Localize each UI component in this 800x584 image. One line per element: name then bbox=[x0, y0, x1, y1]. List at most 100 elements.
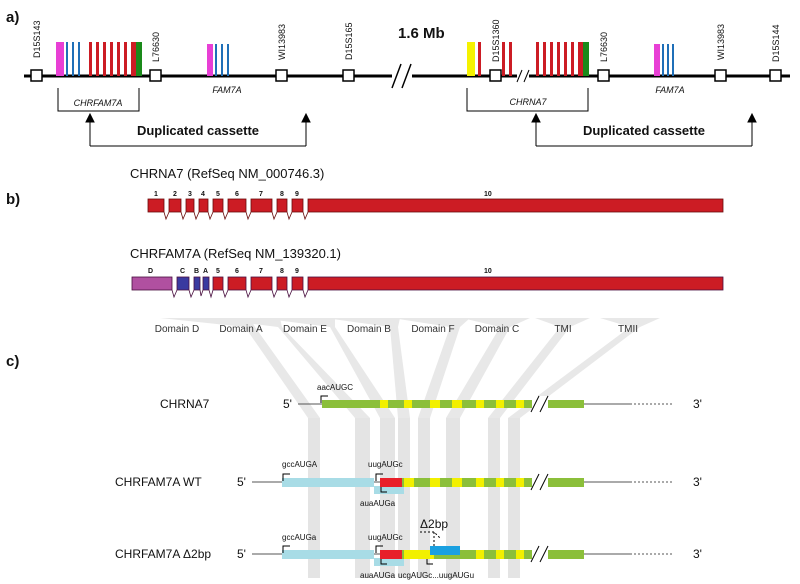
chrna7-label: CHRNA7 bbox=[509, 97, 547, 107]
start-arrow bbox=[375, 545, 383, 553]
exon-number: 9 bbox=[295, 268, 299, 275]
fam7a-left-label: FAM7A bbox=[212, 85, 241, 95]
row-name: CHRFAM7A WT bbox=[115, 475, 202, 489]
panel-a-label: a) bbox=[6, 9, 19, 26]
duplicated-cassette-label-right: Duplicated cassette bbox=[583, 123, 705, 138]
fam7a-right-exon-cluster bbox=[654, 44, 674, 76]
row-break bbox=[530, 545, 549, 563]
orf-yellow-segments bbox=[404, 478, 524, 487]
three-prime: 3' bbox=[693, 547, 702, 561]
domain-label: Domain F bbox=[411, 324, 454, 335]
exon-number: 8 bbox=[280, 191, 284, 198]
domain-label: Domain A bbox=[219, 324, 263, 335]
three-prime: 3' bbox=[693, 397, 702, 411]
exon-number: 6 bbox=[235, 191, 239, 198]
codon-label: ucgAUGc...uugAUGu bbox=[398, 571, 474, 580]
vertical-domain-columns bbox=[308, 418, 520, 578]
exon-number: B bbox=[194, 268, 199, 275]
exon-number: 10 bbox=[484, 268, 492, 275]
chrfam7a-bracket bbox=[57, 88, 140, 112]
chrfam7a-introns bbox=[171, 289, 309, 299]
orf-yellow-segments bbox=[404, 550, 524, 559]
panel-c-label: c) bbox=[6, 353, 19, 370]
exon-number: 4 bbox=[201, 191, 205, 198]
marker-label: D15S165 bbox=[344, 22, 354, 60]
cassette-label-bg bbox=[556, 121, 732, 139]
exon-number: 10 bbox=[484, 191, 492, 198]
frameshift-bar bbox=[430, 546, 460, 555]
chrna7-title: CHRNA7 (RefSeq NM_000746.3) bbox=[130, 166, 324, 181]
exon-number: 5 bbox=[216, 191, 220, 198]
domain-label: Domain C bbox=[475, 324, 519, 335]
utr-bar-lower bbox=[374, 558, 404, 566]
chrna7-inner-break bbox=[516, 69, 530, 83]
distance-label: 1.6 Mb bbox=[398, 25, 445, 42]
codon-label: auaAUGa bbox=[360, 571, 396, 580]
domain-label: TMI bbox=[554, 324, 571, 335]
exon-number: 7 bbox=[259, 268, 263, 275]
fam7a-right-label: FAM7A bbox=[655, 85, 684, 95]
marker-label: WI13983 bbox=[277, 24, 287, 60]
exon-number: D bbox=[148, 268, 153, 275]
codon-label: gccAUGA bbox=[282, 460, 318, 469]
marker-label: WI13983 bbox=[716, 24, 726, 60]
row-break bbox=[530, 395, 549, 413]
panel-b-label: b) bbox=[6, 191, 20, 208]
domain-label: Domain B bbox=[347, 324, 391, 335]
start-arrow bbox=[375, 473, 383, 481]
exon-number: 3 bbox=[188, 191, 192, 198]
exon-number: A bbox=[203, 268, 208, 275]
exon-number: C bbox=[180, 268, 185, 275]
marker-squares bbox=[30, 69, 782, 82]
exon-number: 2 bbox=[173, 191, 177, 198]
red-segment bbox=[380, 478, 402, 487]
utr-bar bbox=[282, 550, 374, 559]
exon-number: 7 bbox=[259, 191, 263, 198]
deletion-label: Δ2bp bbox=[420, 517, 448, 531]
chrfam7a-title: CHRFAM7A (RefSeq NM_139320.1) bbox=[130, 246, 341, 261]
domain-label: Domain E bbox=[283, 324, 327, 335]
start-arrow bbox=[380, 559, 387, 565]
orf-yellow-segments bbox=[380, 400, 524, 408]
row-name: CHRFAM7A Δ2bp bbox=[115, 547, 211, 561]
cassette-label-bg bbox=[110, 121, 286, 139]
utr-bar bbox=[282, 478, 374, 487]
domain-label: Domain D bbox=[155, 324, 199, 335]
start-arrow bbox=[282, 545, 290, 553]
orf-bar bbox=[402, 550, 584, 559]
utr-bar-lower bbox=[374, 486, 404, 494]
chrfam7a-exon-structure bbox=[131, 276, 724, 291]
marker-label: L76630 bbox=[599, 32, 609, 62]
exon-number: 1 bbox=[154, 191, 158, 198]
codon-label: uugAUGc bbox=[368, 533, 403, 542]
marker-label: D15S1360 bbox=[491, 19, 501, 62]
marker-label: D15S144 bbox=[771, 24, 781, 62]
five-prime: 5' bbox=[283, 397, 292, 411]
exon-number: 8 bbox=[280, 268, 284, 275]
codon-label: auaAUGa bbox=[360, 499, 396, 508]
start-arrow bbox=[282, 473, 290, 481]
chrna7-introns bbox=[163, 211, 309, 221]
deletion-bracket bbox=[420, 531, 441, 539]
chrna7-exon-structure bbox=[147, 198, 724, 213]
start-arrow bbox=[426, 559, 433, 565]
chrna7-exon-cluster bbox=[467, 42, 589, 76]
five-prime: 5' bbox=[237, 475, 246, 489]
domain-label: TMII bbox=[618, 324, 638, 335]
orf-bar bbox=[402, 478, 584, 487]
chrna7-bracket bbox=[466, 88, 589, 112]
duplicated-cassette-label-left: Duplicated cassette bbox=[137, 123, 259, 138]
row-break bbox=[530, 473, 549, 491]
exon-number: 9 bbox=[295, 191, 299, 198]
five-prime: 5' bbox=[237, 547, 246, 561]
fam7a-left-exon-cluster bbox=[207, 44, 229, 76]
duplicated-cassette-left bbox=[85, 112, 311, 147]
codon-label: gccAUGa bbox=[282, 533, 317, 542]
exon-number: 5 bbox=[216, 268, 220, 275]
codon-label: aacAUGC bbox=[317, 383, 353, 392]
codon-label: uugAUGc bbox=[368, 460, 403, 469]
chrfam7a-exon-cluster bbox=[56, 42, 142, 76]
chrfam7a-label: CHRFAM7A bbox=[74, 98, 123, 108]
three-prime: 3' bbox=[693, 475, 702, 489]
